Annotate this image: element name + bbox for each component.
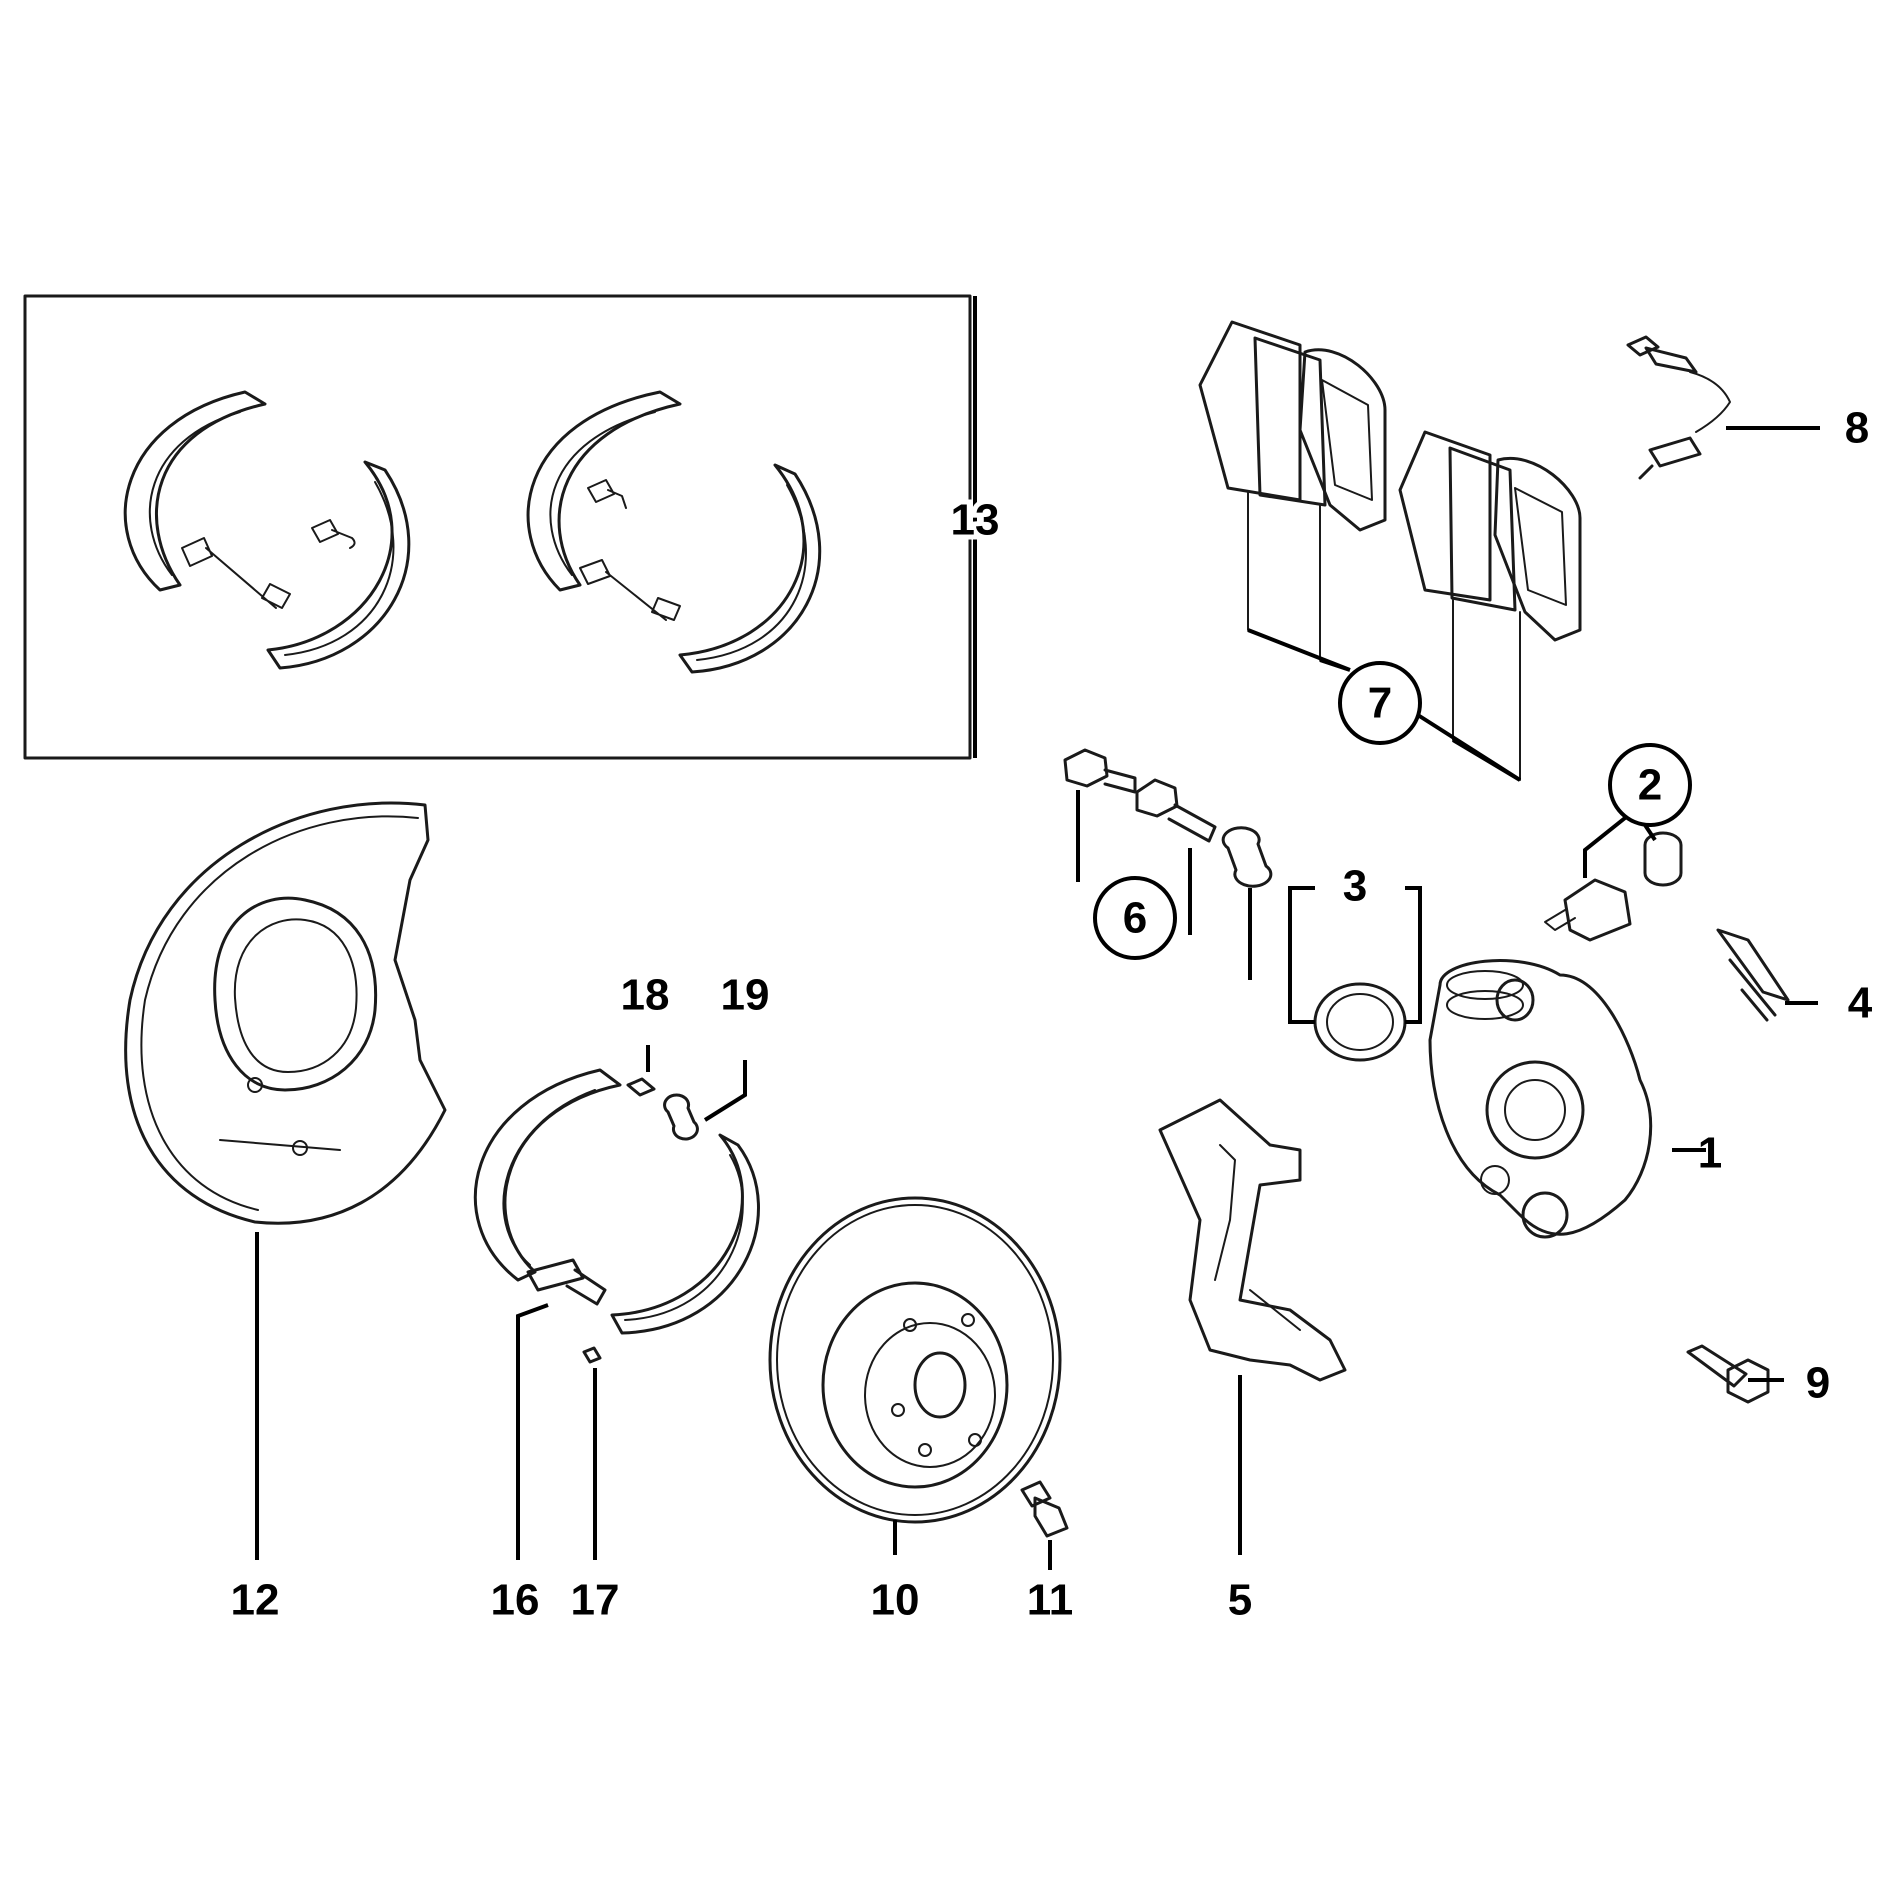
caliper — [1428, 959, 1653, 1239]
brake-rotor — [768, 1196, 1062, 1524]
guide-pin-kit — [1063, 748, 1273, 980]
spring-18 — [626, 1077, 656, 1097]
kit-shoe-1b — [266, 460, 411, 670]
backing-plate — [124, 801, 447, 1225]
parking-brake-shoe-kit — [23, 294, 972, 760]
piston-seal-kit — [1288, 886, 1422, 1062]
callout-10: 10 — [871, 1576, 920, 1625]
callout-18: 18 — [621, 971, 670, 1020]
kit-spring-2 — [587, 479, 627, 509]
parking-shoe-right — [610, 1133, 760, 1335]
brake-pads — [1198, 320, 1582, 782]
callout-13: 13 — [951, 496, 1000, 545]
parking-shoe-left — [473, 1068, 622, 1282]
caliper-bolt — [1686, 1344, 1770, 1404]
kit-frame — [23, 294, 972, 760]
callout-8: 8 — [1845, 404, 1869, 453]
callout-16: 16 — [491, 1576, 540, 1625]
kit-adjuster-1 — [181, 537, 291, 609]
parking-brake-shoes — [473, 1068, 760, 1364]
caliper-bracket — [1158, 1098, 1347, 1382]
callout-3: 3 — [1343, 862, 1367, 911]
pin-17 — [582, 1346, 602, 1364]
pad-wear-sensor — [1626, 335, 1731, 480]
callout-17: 17 — [571, 1576, 620, 1625]
callout-12: 12 — [231, 1576, 280, 1625]
callout-circle-6 — [1093, 876, 1177, 960]
kit-shoe-2a — [526, 390, 682, 592]
callout-5: 5 — [1228, 1576, 1252, 1625]
callout-circle-7 — [1338, 661, 1422, 745]
callout-19: 19 — [721, 971, 770, 1020]
pad-1-backing — [1198, 320, 1302, 502]
callout-circle-2 — [1608, 743, 1692, 827]
pad-3 — [1398, 430, 1492, 602]
adjuster — [526, 1258, 607, 1306]
callout-6: 6 — [1123, 894, 1147, 943]
callout-1: 1 — [1698, 1129, 1722, 1178]
callout-2: 2 — [1638, 761, 1662, 810]
callout-11: 11 — [1027, 1576, 1074, 1625]
bleeder-screw-and-cap — [1544, 808, 1683, 942]
anti-rattle-clip — [1716, 928, 1790, 1022]
callout-9: 9 — [1806, 1359, 1830, 1408]
callout-7: 7 — [1368, 679, 1392, 728]
kit-shoe-2b — [678, 463, 822, 674]
rotor-screw — [1020, 1480, 1069, 1538]
callout-4: 4 — [1848, 979, 1873, 1028]
leader-lines — [255, 296, 1820, 1570]
kit-shoe-1a — [123, 390, 267, 592]
pad-2 — [1298, 348, 1387, 532]
pad-4 — [1493, 457, 1582, 642]
kit-spring-1 — [311, 519, 356, 549]
spring-19 — [663, 1093, 699, 1141]
kit-adjuster-2 — [579, 559, 681, 621]
